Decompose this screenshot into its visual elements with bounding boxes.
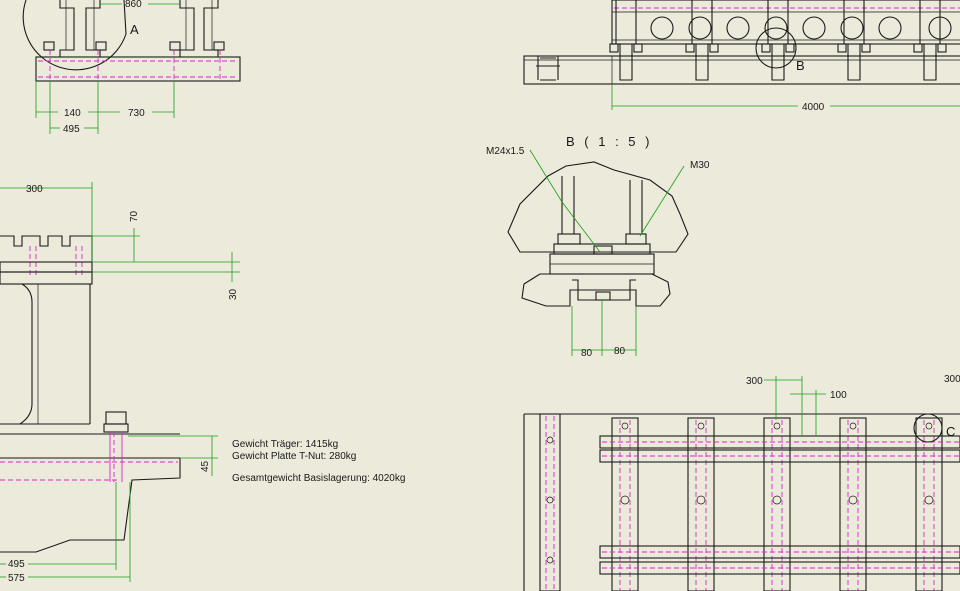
dim-45: 45 (200, 460, 211, 472)
elevation-view: B 4000 (523, 0, 960, 113)
note-total-weight: Gesamtgewicht Basislagerung: 4020kg (232, 473, 405, 484)
detail-b-title: B ( 1 : 5 ) (566, 134, 652, 149)
section-view: 300 70 30 45 495 575 (0, 182, 240, 584)
detail-a-view: 860 A 140 730 495 (22, 0, 241, 135)
longitudinal-rails (599, 435, 960, 575)
dim-4000: 4000 (802, 102, 825, 113)
callout-m30: M30 (690, 160, 710, 171)
i-beam (0, 283, 91, 425)
dim-730: 730 (128, 108, 145, 119)
plan-view: C 300 100 300 (523, 374, 960, 591)
break-outline (507, 161, 689, 253)
note-weight-beam: Gewicht Träger: 1415kg (232, 439, 338, 450)
rail-left (539, 413, 561, 591)
detail-b-view: B ( 1 : 5 ) M24x1.5 M30 80 80 (486, 134, 710, 359)
dim-80-a: 80 (581, 348, 593, 359)
dim-575: 575 (8, 573, 25, 584)
detail-b-marker: B (796, 58, 808, 73)
dim-495-top: 495 (63, 124, 80, 135)
callout-m24: M24x1.5 (486, 146, 525, 157)
dim-860: 860 (125, 0, 142, 10)
bolt-holes (546, 422, 934, 564)
dim-100-plan: 100 (830, 390, 847, 401)
dim-140: 140 (64, 108, 81, 119)
foundation (0, 457, 181, 553)
note-weight-plate: Gewicht Platte T-Nut: 280kg (232, 451, 356, 462)
support-columns (609, 0, 947, 81)
dim-300-left: 300 (26, 184, 43, 195)
web-holes (650, 16, 952, 40)
base-plate (35, 56, 241, 82)
detail-c-marker: C (946, 424, 958, 439)
t-slot-plate (0, 235, 93, 263)
dim-80-b: 80 (614, 346, 626, 357)
weight-notes: Gewicht Träger: 1415kg Gewicht Platte T-… (232, 439, 405, 484)
lower-beam (523, 55, 960, 85)
detail-a-label: A (130, 22, 142, 37)
detail-c-circle (913, 413, 943, 443)
dim-30: 30 (228, 288, 239, 300)
dim-495-bot: 495 (8, 559, 25, 570)
detail-a-circle (22, 0, 127, 71)
dim-300-edge: 300 (944, 374, 960, 385)
dim-300-plan: 300 (746, 376, 763, 387)
dim-70: 70 (129, 210, 140, 222)
detail-b-circle (755, 27, 797, 69)
cross-members (611, 417, 943, 591)
upper-beam (611, 0, 960, 45)
